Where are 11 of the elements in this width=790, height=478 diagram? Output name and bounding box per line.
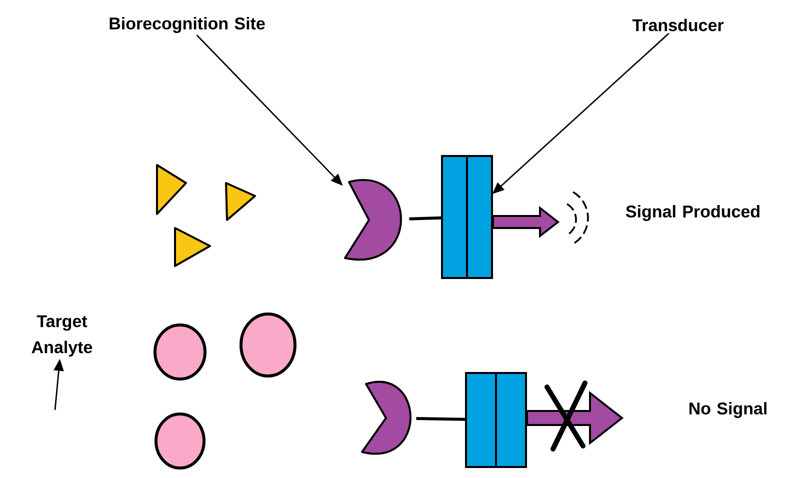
status-label: No Signal [689, 402, 766, 418]
callout-text: Transducer [632, 18, 724, 32]
connector-line [409, 216, 442, 220]
transducer-block [441, 155, 493, 279]
callout-text: Target Analyte [32, 315, 92, 357]
connector-line [416, 417, 466, 421]
receptor-crescent [344, 179, 402, 261]
receptor-crescent [361, 380, 412, 455]
transducer-block [465, 372, 527, 468]
status-label: Signal Produced [626, 205, 760, 221]
callout-text: Biorecognition Site [110, 17, 265, 33]
